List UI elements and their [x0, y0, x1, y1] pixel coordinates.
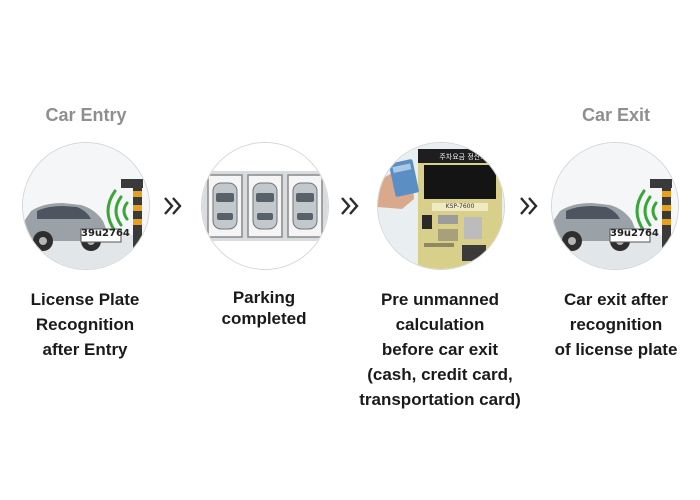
double-chevron-right-icon [162, 193, 184, 219]
double-chevron-right-icon [518, 193, 540, 219]
payment-kiosk-illustration: 주차요금 정산기 KSP-7600 [377, 142, 505, 270]
car-entry-label: Car Entry [45, 105, 127, 125]
entry-recognition-illustration: 39u2764 [22, 142, 150, 270]
license-plate-text: 39u2764 [610, 228, 659, 239]
exit-recognition-illustration: 39u2764 [551, 142, 679, 270]
kiosk-model-text: KSP-7600 [445, 203, 475, 210]
step-3-caption: Pre unmanned calculation before car exit… [359, 290, 521, 409]
parking-lot-illustration [201, 142, 329, 270]
car-exit-label: Car Exit [581, 105, 651, 125]
step-1-caption: License Plate Recognition after Entry [30, 290, 140, 359]
step-4-caption: Car exit after recognition of license pl… [554, 290, 678, 359]
license-plate-text: 39u2764 [81, 228, 130, 239]
double-chevron-right-icon [339, 193, 361, 219]
kiosk-header-text: 주차요금 정산기 [439, 153, 487, 161]
step-2-caption: Parking completed [221, 288, 307, 328]
